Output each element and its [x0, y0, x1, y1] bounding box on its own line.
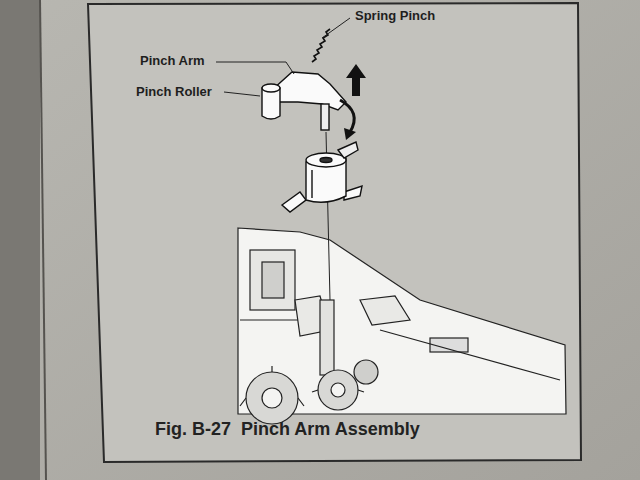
figure-caption: Fig. B-27 Pinch Arm Assembly	[155, 419, 420, 440]
mechanism-base	[238, 228, 566, 424]
part-label: Pinch Roller	[136, 84, 212, 99]
part-label: Spring Pinch	[355, 8, 435, 23]
pinch-arm	[272, 72, 346, 130]
page-edge	[40, 0, 46, 480]
rotate-arrow	[340, 100, 354, 132]
leader-line	[322, 18, 350, 38]
pinch-holder	[282, 142, 362, 212]
figure-frame	[88, 3, 581, 462]
lift-arrow	[346, 64, 366, 96]
adjacent-page	[0, 0, 40, 480]
rotate-arrowhead	[344, 128, 356, 140]
part-label: Pinch Arm	[140, 53, 205, 68]
leader-line	[224, 92, 260, 96]
leader-line	[216, 62, 294, 74]
pinch-roller	[262, 84, 280, 119]
